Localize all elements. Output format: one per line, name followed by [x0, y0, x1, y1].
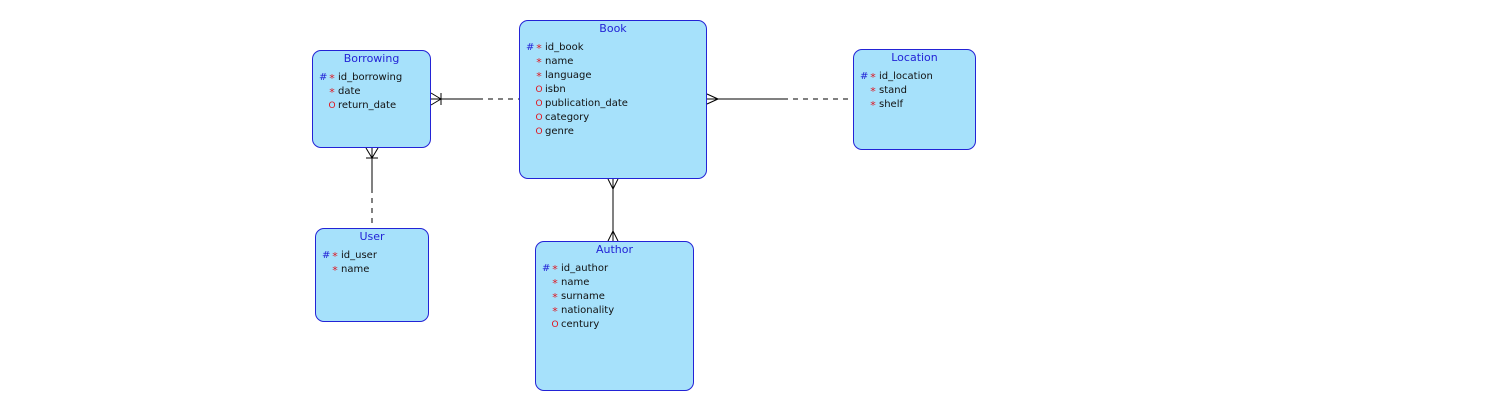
attribute-row: *stand: [854, 84, 975, 98]
attribute-name: category: [545, 112, 590, 123]
mandatory-marker: *: [870, 71, 876, 84]
mandatory-marker: *: [552, 277, 558, 290]
attribute-name: id_user: [341, 250, 377, 261]
entity-title: User: [359, 230, 385, 243]
mandatory-marker: *: [536, 56, 542, 69]
attribute-row: #*id_location: [854, 70, 975, 84]
primary-key-marker: #: [319, 72, 328, 83]
relation-borrowing-book[interactable]: [430, 92, 519, 106]
relation-book-author[interactable]: [607, 178, 619, 242]
entity-title: Borrowing: [343, 52, 400, 65]
attribute-row: *language: [520, 69, 706, 83]
optional-marker: O: [535, 113, 543, 123]
mandatory-marker: *: [332, 264, 338, 277]
attribute-name: id_book: [545, 42, 584, 53]
attribute-row: *name: [520, 55, 706, 69]
attribute-name: return_date: [338, 100, 397, 111]
attribute-name: shelf: [879, 99, 903, 110]
optional-marker: O: [535, 127, 543, 137]
entity-title: Book: [599, 22, 627, 35]
mandatory-marker: *: [329, 86, 335, 99]
attribute-name: language: [545, 70, 592, 81]
attribute-row: #*id_book: [520, 41, 706, 55]
attribute-name: surname: [561, 291, 605, 302]
attribute-name: stand: [879, 85, 907, 96]
mandatory-marker: *: [536, 70, 542, 83]
attribute-name: name: [341, 264, 370, 275]
entity-author[interactable]: Author #*id_author*name*surname*national…: [535, 241, 694, 391]
attribute-name: id_location: [879, 71, 933, 82]
optional-marker: O: [535, 99, 543, 109]
attribute-name: id_borrowing: [338, 72, 403, 83]
optional-marker: O: [551, 320, 559, 330]
attribute-name: isbn: [545, 84, 566, 95]
attribute-name: publication_date: [545, 98, 628, 109]
relation-book-location[interactable]: [706, 93, 853, 105]
attribute-row: #*id_user: [316, 249, 428, 263]
entity-title: Author: [595, 243, 634, 256]
attribute-row: *name: [316, 263, 428, 277]
attribute-name: id_author: [561, 263, 609, 274]
optional-marker: O: [535, 85, 543, 95]
attribute-row: *date: [313, 85, 430, 99]
attribute-list: #*id_user*name: [316, 249, 428, 277]
attribute-row: #*id_author: [536, 262, 693, 276]
attribute-name: name: [545, 56, 574, 67]
attribute-name: nationality: [561, 305, 615, 316]
attribute-name: century: [561, 319, 600, 330]
mandatory-marker: *: [536, 42, 542, 55]
primary-key-marker: #: [860, 71, 869, 82]
optional-marker: O: [328, 101, 336, 111]
mandatory-marker: *: [552, 263, 558, 276]
primary-key-marker: #: [526, 42, 535, 53]
mandatory-marker: *: [870, 85, 876, 98]
attribute-name: name: [561, 277, 590, 288]
attribute-name: genre: [545, 126, 574, 137]
entity-location[interactable]: Location #*id_location*stand*shelf: [853, 49, 976, 150]
attribute-list: #*id_location*stand*shelf: [854, 70, 975, 112]
mandatory-marker: *: [552, 291, 558, 304]
mandatory-marker: *: [870, 99, 876, 112]
attribute-row: *name: [536, 276, 693, 290]
entity-user[interactable]: User #*id_user*name: [315, 228, 429, 322]
primary-key-marker: #: [322, 250, 331, 261]
primary-key-marker: #: [542, 263, 551, 274]
relation-borrowing-user[interactable]: [365, 147, 379, 228]
entity-title: Location: [891, 51, 938, 64]
attribute-row: *surname: [536, 290, 693, 304]
attribute-row: *nationality: [536, 304, 693, 318]
mandatory-marker: *: [329, 72, 335, 85]
attribute-row: #*id_borrowing: [313, 71, 430, 85]
attribute-name: date: [338, 86, 361, 97]
mandatory-marker: *: [552, 305, 558, 318]
mandatory-marker: *: [332, 250, 338, 263]
attribute-row: *shelf: [854, 98, 975, 112]
